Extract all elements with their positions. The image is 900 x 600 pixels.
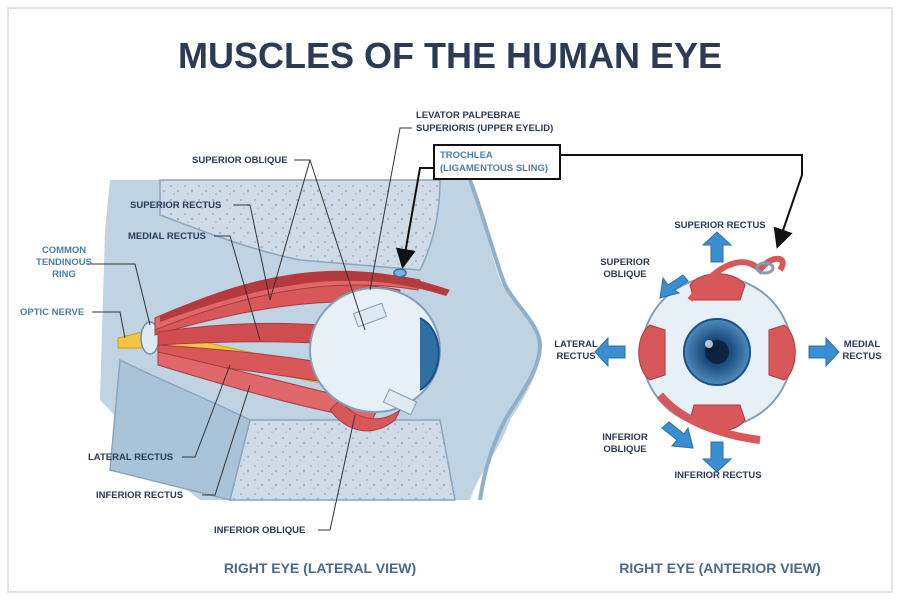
label-levator-2: SUPERIORIS (UPPER EYELID)	[416, 123, 553, 134]
frame-border	[7, 7, 893, 593]
caption-anterior-view: RIGHT EYE (ANTERIOR VIEW)	[619, 560, 820, 576]
arrow-inferior-oblique	[661, 421, 694, 449]
maxilla-bone	[229, 419, 456, 501]
trochlea-arrow-lateral	[395, 167, 434, 269]
lateral-leader-lines	[88, 127, 412, 531]
arrow-right	[808, 336, 840, 368]
inferior-oblique-anterior	[656, 392, 761, 444]
label-superior-oblique-lateral: SUPERIOR OBLIQUE	[192, 155, 288, 166]
label-trochlea-2: (LIGAMENTOUS SLING)	[440, 163, 548, 174]
label-superior-oblique-anterior-2: OBLIQUE	[603, 269, 646, 280]
label-inferior-rectus-lateral: INFERIOR RECTUS	[96, 490, 183, 501]
sinus-area	[109, 358, 251, 501]
label-superior-rectus-lateral: SUPERIOR RECTUS	[130, 200, 221, 211]
medial-rectus-anterior	[768, 324, 796, 381]
label-common-tendinous-ring-3: RING	[52, 269, 76, 280]
label-inferior-oblique-anterior-1: INFERIOR	[602, 432, 648, 443]
page-title: MUSCLES OF THE HUMAN EYE	[178, 35, 722, 76]
label-optic-nerve: OPTIC NERVE	[20, 307, 84, 318]
levator-muscle	[160, 270, 450, 322]
trochlea-callout-box	[433, 144, 561, 180]
label-superior-rectus-anterior: SUPERIOR RECTUS	[674, 220, 765, 231]
label-lateral-rectus-anterior-2: RECTUS	[556, 351, 595, 362]
anterior-view-illustration	[594, 231, 840, 473]
lateral-rectus-anterior	[638, 324, 666, 381]
label-trochlea-1: TROCHLEA	[440, 150, 493, 161]
arrow-superior-oblique	[659, 274, 689, 299]
inferior-oblique-muscle	[329, 399, 401, 432]
movement-arrows	[594, 231, 840, 473]
label-levator-1: LEVATOR PALPEBRAE	[416, 110, 520, 121]
trochlea-ring	[393, 268, 407, 278]
label-lateral-rectus-lateral: LATERAL RECTUS	[88, 452, 173, 463]
trochlea-arrow-anterior	[560, 154, 803, 249]
label-common-tendinous-ring-1: COMMON	[42, 245, 86, 256]
label-inferior-oblique-anterior-2: OBLIQUE	[603, 444, 646, 455]
arrow-up	[701, 231, 733, 263]
label-inferior-oblique-lateral: INFERIOR OBLIQUE	[214, 525, 305, 536]
label-lateral-rectus-anterior-1: LATERAL	[554, 339, 598, 350]
cornea-iris-lateral	[419, 317, 440, 391]
label-inferior-rectus-anterior: INFERIOR RECTUS	[674, 470, 761, 481]
trochlea-anterior	[755, 261, 775, 275]
label-medial-rectus-lateral: MEDIAL RECTUS	[128, 231, 206, 242]
label-common-tendinous-ring-2: TENDINOUS	[36, 257, 92, 268]
eyeball-lateral	[309, 287, 441, 413]
label-superior-oblique-anterior-1: SUPERIOR	[600, 257, 650, 268]
caption-lateral-view: RIGHT EYE (LATERAL VIEW)	[224, 560, 416, 576]
label-medial-rectus-anterior-2: RECTUS	[842, 351, 881, 362]
label-medial-rectus-anterior-1: MEDIAL	[844, 339, 881, 350]
orbital-roof-bone	[159, 179, 441, 271]
lateral-view-illustration	[100, 179, 543, 501]
arrow-left	[594, 336, 626, 368]
superior-oblique-anterior	[687, 255, 786, 302]
arrow-down	[701, 441, 733, 473]
